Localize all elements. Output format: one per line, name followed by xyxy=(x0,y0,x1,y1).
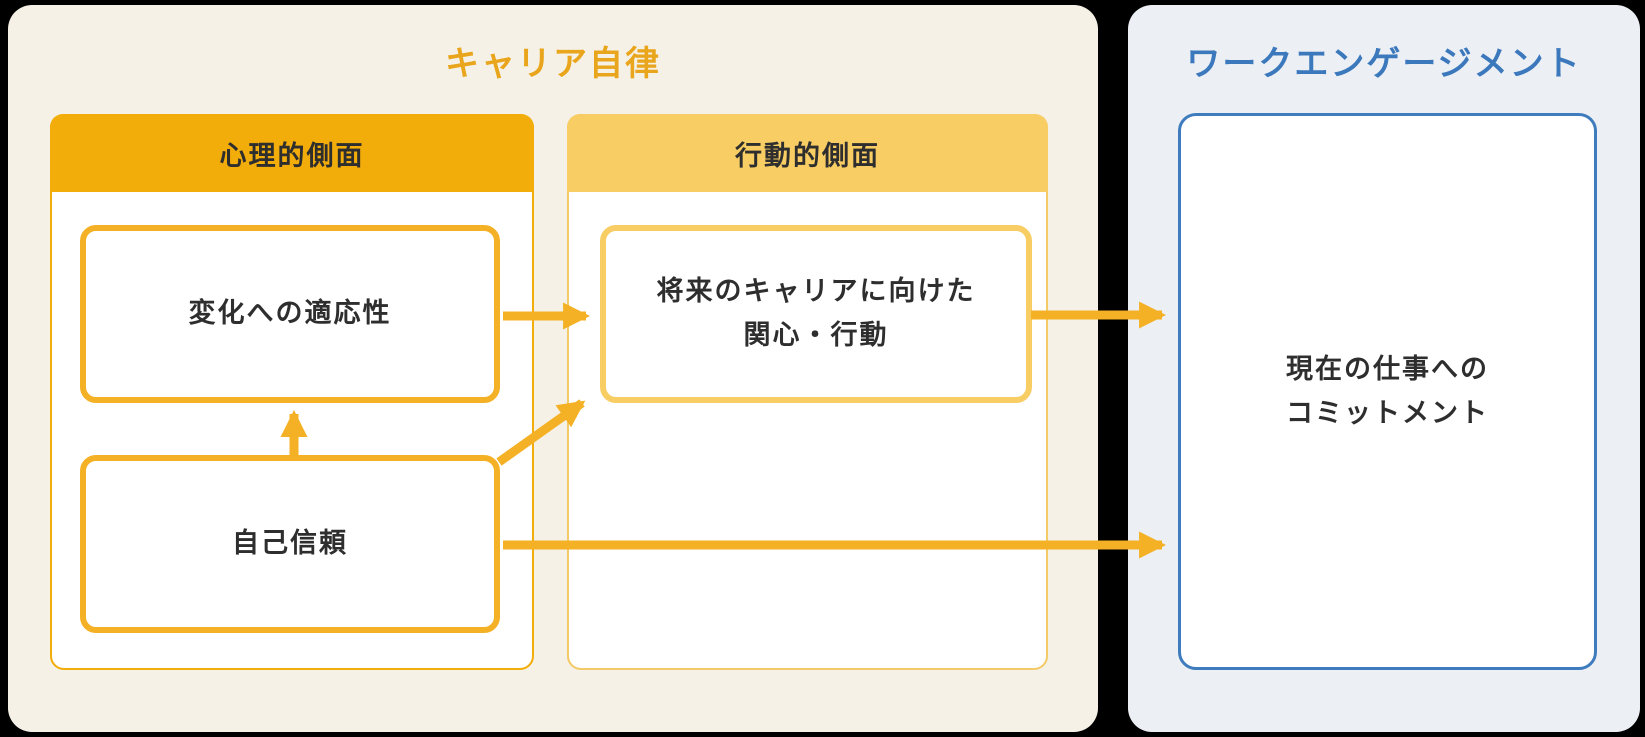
adaptability-to-change-box: 変化への適応性 xyxy=(80,225,500,403)
future-career-interest-action-box: 将来のキャリアに向けた 関心・行動 xyxy=(600,225,1032,403)
future-career-interest-action-label-line1: 将来のキャリアに向けた xyxy=(656,276,976,307)
current-job-commitment-box: 現在の仕事への コミットメント xyxy=(1178,113,1597,670)
self-trust-box: 自己信頼 xyxy=(80,455,500,633)
work-engagement-title: ワークエンゲージメント xyxy=(1186,44,1582,84)
behavioral-aspect-header: 行動的側面 xyxy=(567,114,1048,192)
adaptability-to-change-label: 変化への適応性 xyxy=(188,298,392,329)
self-trust-label: 自己信頼 xyxy=(232,528,348,559)
current-job-commitment-label-line2: コミットメント xyxy=(1286,397,1489,429)
career-autonomy-title: キャリア自律 xyxy=(445,44,661,84)
future-career-interest-action-label-line2: 関心・行動 xyxy=(743,320,889,351)
current-job-commitment-label-line1: 現在の仕事への xyxy=(1286,353,1489,385)
psychological-aspect-header: 心理的側面 xyxy=(50,114,534,192)
